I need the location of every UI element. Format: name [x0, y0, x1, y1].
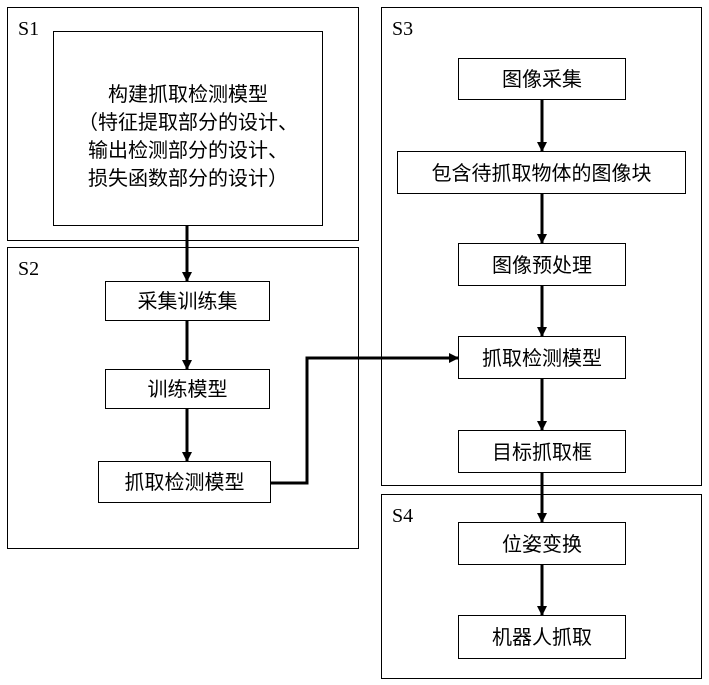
arrow-s2-model-to-s3-model [271, 358, 458, 483]
